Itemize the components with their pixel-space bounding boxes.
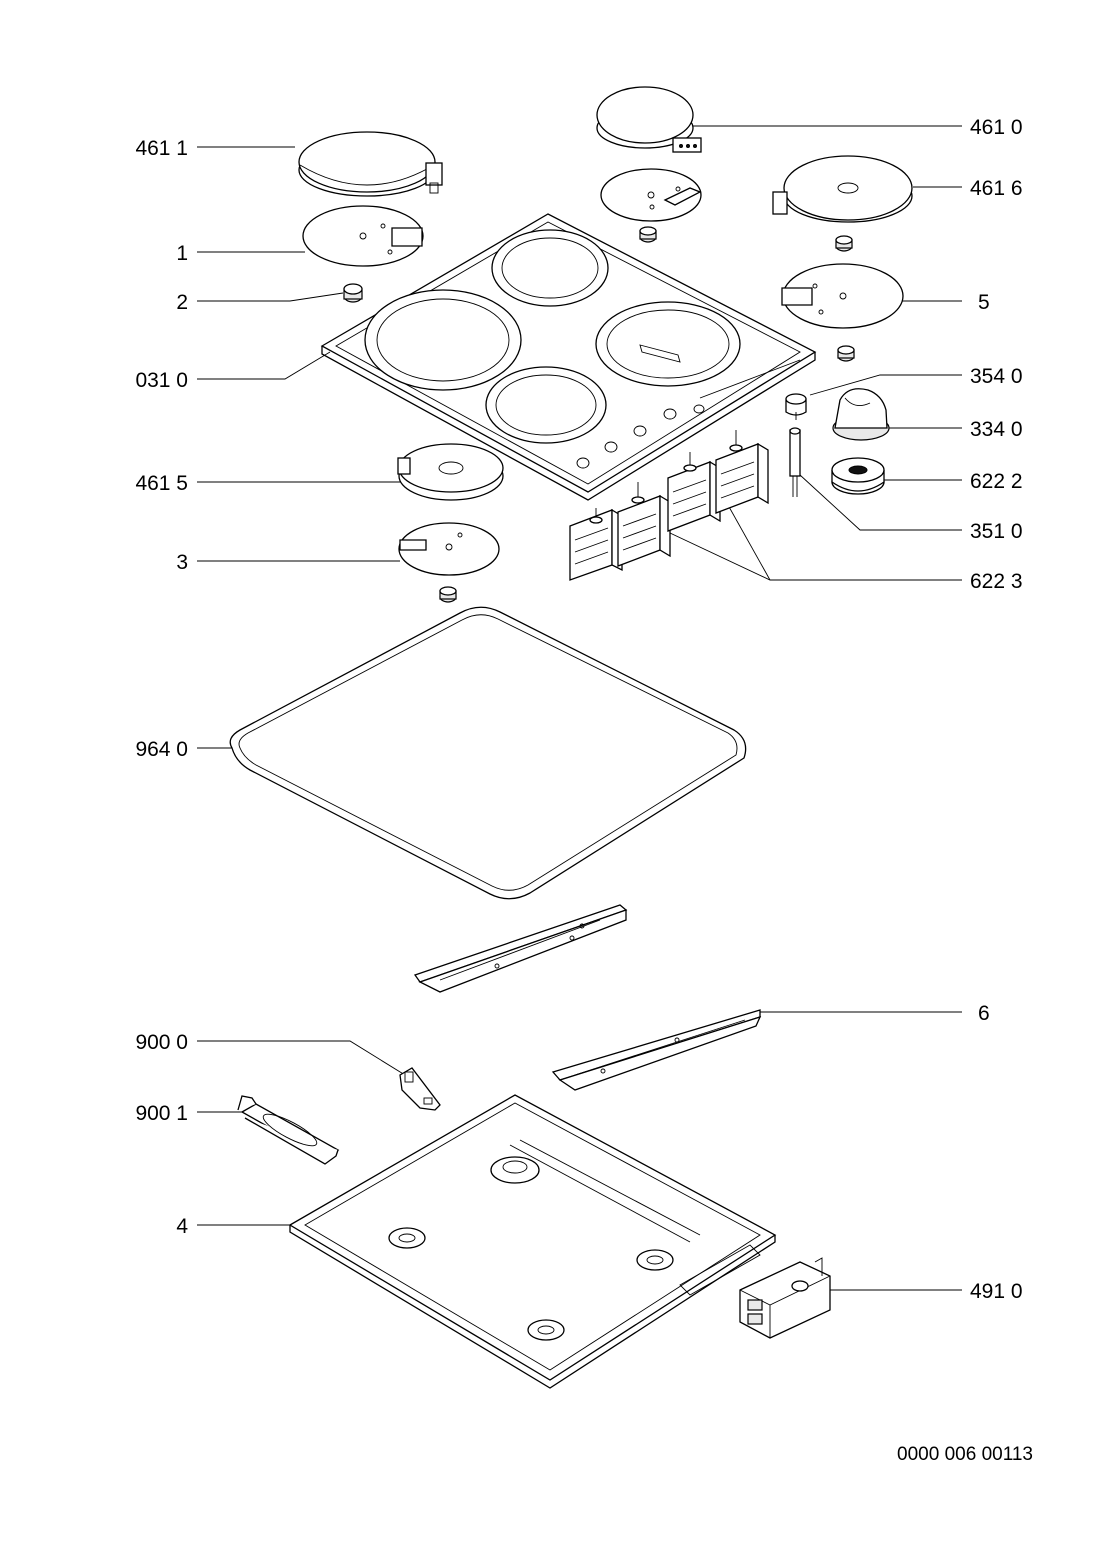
label-900-0: 900 0 xyxy=(135,1031,188,1054)
label-964-0: 964 0 xyxy=(135,738,188,761)
heat-shield-disc-3 xyxy=(398,522,500,576)
energy-regulators-622-3 xyxy=(569,430,769,581)
bottom-tray-4 xyxy=(288,1094,777,1389)
heat-shield-disc-5 xyxy=(781,263,904,329)
mounting-rail-upper xyxy=(413,904,628,993)
label-491-0: 491 0 xyxy=(970,1280,1023,1303)
label-334-0: 334 0 xyxy=(970,418,1023,441)
label-900-1: 900 1 xyxy=(135,1102,188,1125)
fixing-clamp-900-1 xyxy=(237,1095,340,1165)
label-031-0: 031 0 xyxy=(135,369,188,392)
knob-ring-622-2 xyxy=(831,457,885,495)
drawing-number: 0000 006 00113 xyxy=(897,1444,1033,1465)
hotplate-461-0 xyxy=(596,86,702,153)
mounting-rail-6 xyxy=(551,1009,762,1091)
nut-461-0 xyxy=(639,226,657,243)
label-1: 1 xyxy=(176,242,188,265)
label-622-3: 622 3 xyxy=(970,570,1023,593)
label-6: 6 xyxy=(978,1002,990,1025)
terminal-block-491-0 xyxy=(739,1257,831,1339)
nut-2 xyxy=(343,283,363,303)
label-3: 3 xyxy=(176,551,188,574)
nut-461-6 xyxy=(835,235,853,252)
control-knob-334-0 xyxy=(832,388,890,441)
part-labels: 461 1 1 2 031 0 461 5 3 964 0 900 0 900 … xyxy=(135,116,1033,1465)
label-461-0: 461 0 xyxy=(970,116,1023,139)
label-351-0: 351 0 xyxy=(970,520,1023,543)
label-622-2: 622 2 xyxy=(970,470,1023,493)
label-461-6: 461 6 xyxy=(970,177,1023,200)
hotplate-461-1 xyxy=(298,131,443,197)
label-461-5: 461 5 xyxy=(135,472,188,495)
heat-shield-disc-461-0 xyxy=(600,168,702,222)
nut-3 xyxy=(439,586,457,603)
bracket-900-0 xyxy=(399,1067,441,1111)
nut-5 xyxy=(837,345,855,362)
label-5: 5 xyxy=(978,291,990,314)
heat-shield-disc-1 xyxy=(302,205,424,267)
label-354-0: 354 0 xyxy=(970,365,1023,388)
seal-gasket-964-0 xyxy=(229,606,747,900)
indicator-lamp-354-0 xyxy=(785,393,807,420)
hotplate-461-5 xyxy=(397,443,504,501)
hotplate-461-6 xyxy=(772,155,913,223)
leader-lines xyxy=(197,125,962,1291)
label-4: 4 xyxy=(176,1215,188,1238)
cooktop-surface-031-0 xyxy=(320,213,817,501)
label-461-1: 461 1 xyxy=(135,137,188,160)
label-2: 2 xyxy=(176,291,188,314)
thermostat-probe-351-0 xyxy=(789,427,801,497)
